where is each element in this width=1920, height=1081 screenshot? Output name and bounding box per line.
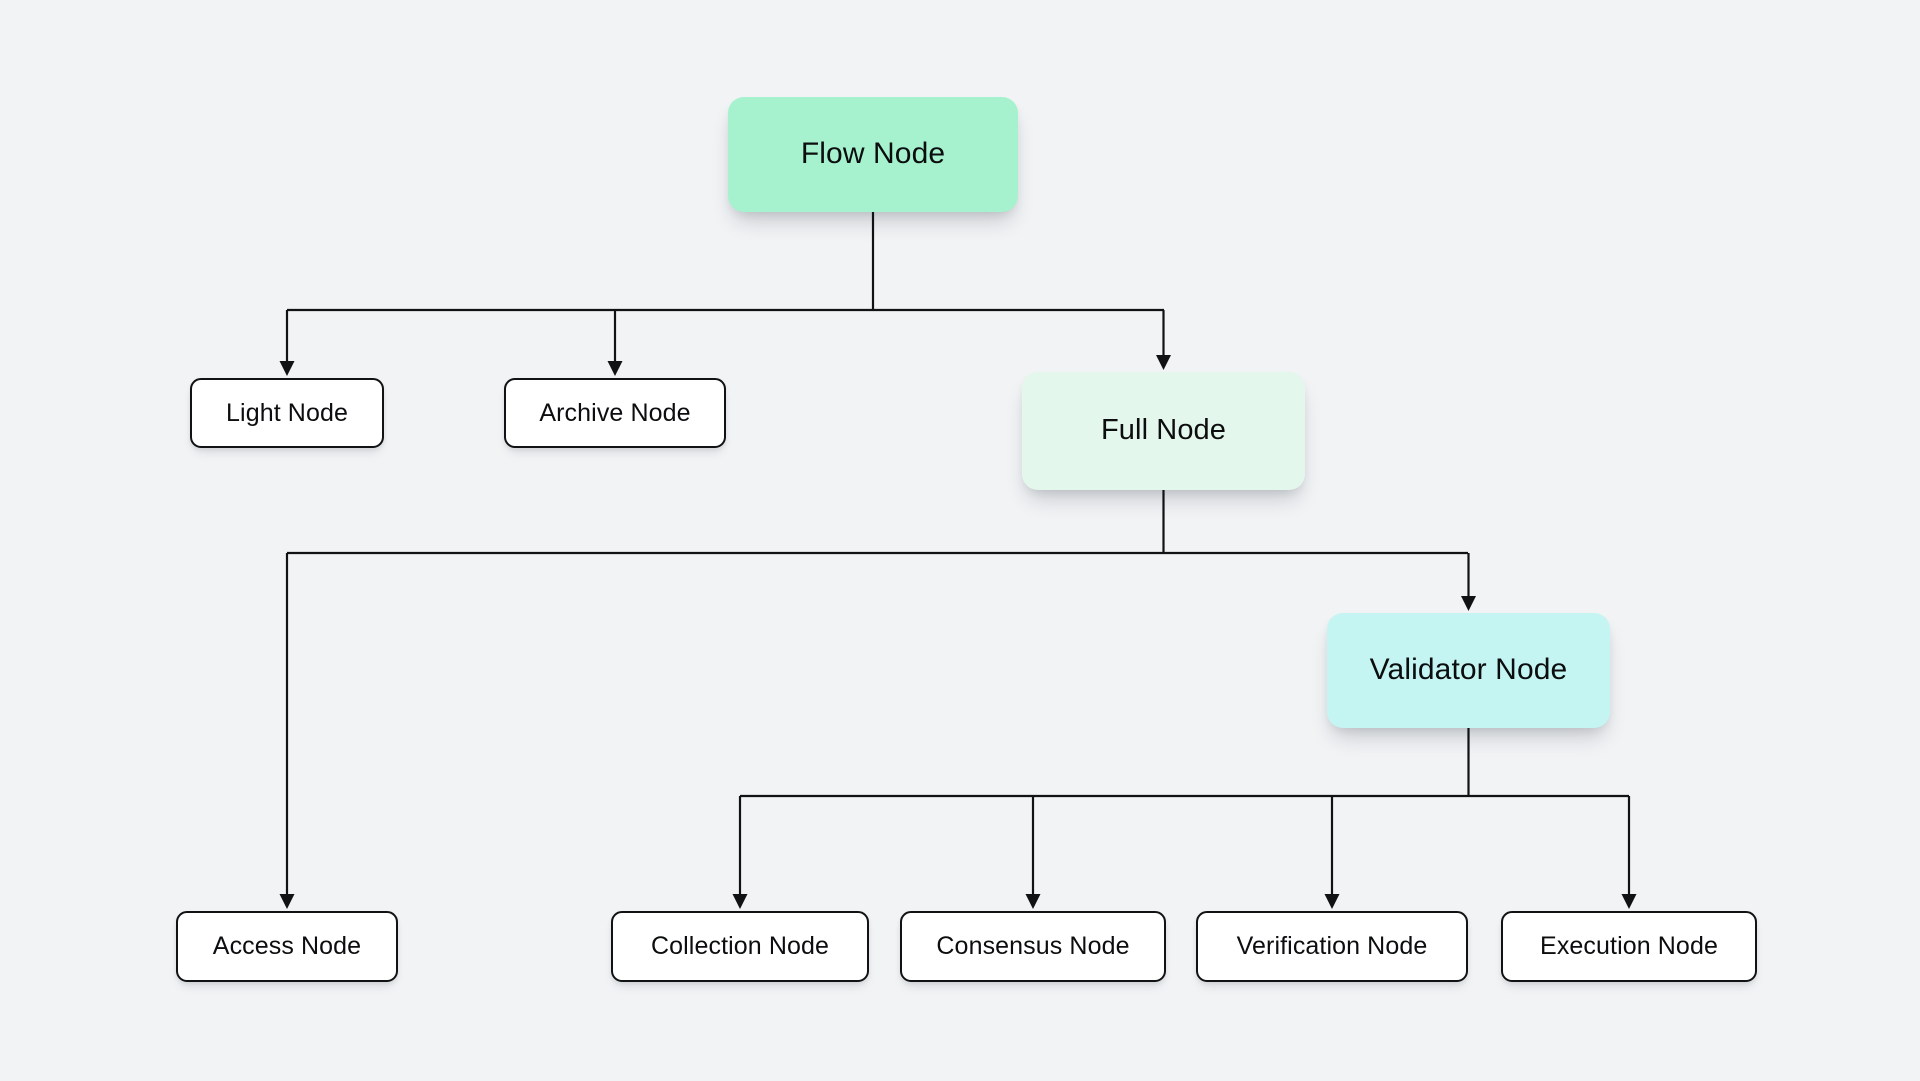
node-validator-label: Validator Node — [1369, 653, 1568, 687]
node-light-label: Light Node — [226, 398, 348, 427]
node-flow-label: Flow Node — [800, 137, 946, 171]
edge-flow-to-full-arrowhead — [1156, 355, 1171, 370]
node-validator[interactable]: Validator Node — [1327, 613, 1610, 728]
edge-flow-to-archive-arrowhead — [607, 361, 623, 376]
edge-validator-to-verification-arrowhead — [1324, 894, 1340, 909]
node-execution[interactable]: Execution Node — [1501, 911, 1757, 982]
edge-full-to-validator-arrowhead — [1461, 596, 1476, 611]
node-consensus-label: Consensus Node — [936, 932, 1130, 961]
node-consensus[interactable]: Consensus Node — [900, 911, 1166, 982]
edge-flow-to-light-arrowhead — [279, 361, 295, 376]
node-flow[interactable]: Flow Node — [728, 97, 1018, 212]
node-full-label: Full Node — [1100, 414, 1226, 447]
node-collection[interactable]: Collection Node — [611, 911, 869, 982]
node-verification[interactable]: Verification Node — [1196, 911, 1468, 982]
node-archive-label: Archive Node — [539, 398, 691, 427]
edge-full-to-access-arrowhead — [279, 894, 295, 909]
node-collection-label: Collection Node — [651, 932, 829, 961]
edge-validator-to-execution-arrowhead — [1621, 894, 1637, 909]
node-full[interactable]: Full Node — [1022, 372, 1305, 490]
node-access-label: Access Node — [212, 932, 362, 961]
node-light[interactable]: Light Node — [190, 378, 384, 448]
node-verification-label: Verification Node — [1236, 932, 1428, 961]
node-execution-label: Execution Node — [1540, 932, 1718, 961]
node-archive[interactable]: Archive Node — [504, 378, 726, 448]
edge-validator-to-consensus-arrowhead — [1025, 894, 1041, 909]
node-access[interactable]: Access Node — [176, 911, 398, 982]
edge-validator-to-collection-arrowhead — [732, 894, 748, 909]
